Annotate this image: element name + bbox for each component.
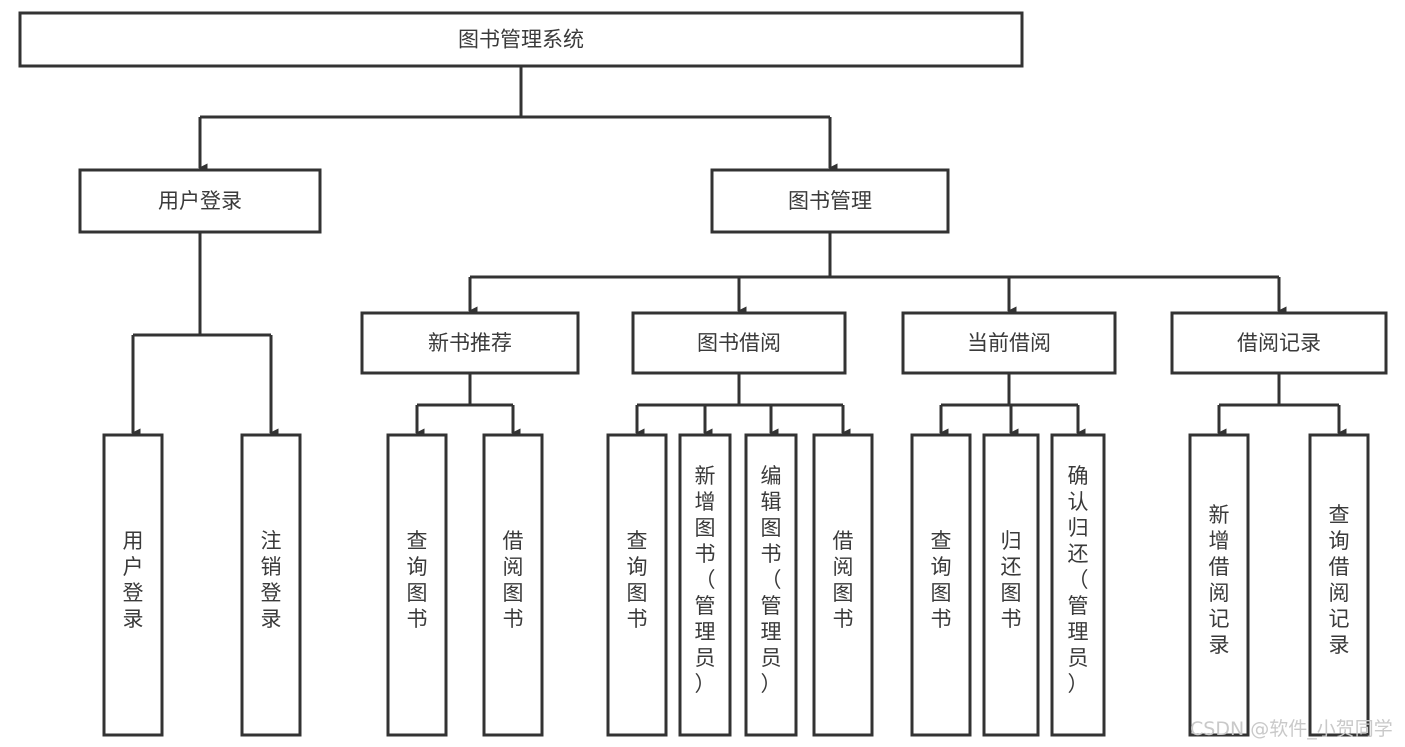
node-leaf-user-login[interactable]: 用户登录: [102, 433, 164, 737]
node-label: 确认归还（管理员）: [1068, 464, 1089, 696]
node-leaf-user-logout[interactable]: 注销登录: [240, 433, 302, 737]
node-label: 借阅图书: [833, 529, 854, 631]
node-leaf-query-book-1[interactable]: 查询图书: [386, 433, 448, 737]
node-current-borrow[interactable]: 当前借阅: [901, 311, 1117, 375]
node-leaf-add-book[interactable]: 新增图书（管理员）: [678, 433, 732, 737]
node-leaf-borrow-book-1[interactable]: 借阅图书: [482, 433, 544, 737]
node-group: 图书管理系统用户登录图书管理新书推荐图书借阅当前借阅借阅记录用户登录注销登录查询…: [18, 11, 1388, 737]
watermark-text: CSDN @软件_小贺同学: [1190, 718, 1393, 740]
node-leaf-query-book-3[interactable]: 查询图书: [910, 433, 972, 737]
node-label: 图书管理: [788, 189, 872, 213]
node-label: 用户登录: [158, 189, 242, 213]
node-leaf-query-record[interactable]: 查询借阅记录: [1308, 433, 1370, 737]
node-label: 当前借阅: [967, 331, 1051, 355]
root-node-图书管理系统[interactable]: 图书管理系统: [18, 11, 1024, 68]
node-label: 查询借阅记录: [1329, 503, 1350, 657]
node-leaf-return-book[interactable]: 归还图书: [982, 433, 1040, 737]
node-label: 查询图书: [627, 529, 648, 631]
node-label: 借阅图书: [503, 529, 524, 631]
node-leaf-add-record[interactable]: 新增借阅记录: [1188, 433, 1250, 737]
node-book-borrow[interactable]: 图书借阅: [631, 311, 847, 375]
node-label: 新书推荐: [428, 331, 512, 355]
node-label: 新增借阅记录: [1209, 503, 1230, 657]
node-book-manage[interactable]: 图书管理: [710, 168, 950, 234]
node-label: 图书借阅: [697, 331, 781, 355]
node-label: 查询图书: [407, 529, 428, 631]
node-label: 归还图书: [1001, 529, 1022, 631]
node-label: 新增图书（管理员）: [695, 464, 716, 696]
connector-lines: [131, 66, 1347, 438]
node-leaf-query-book-2[interactable]: 查询图书: [606, 433, 668, 737]
node-label: 注销登录: [261, 529, 282, 631]
node-user-login[interactable]: 用户登录: [78, 168, 322, 234]
node-label: 图书管理系统: [458, 28, 584, 52]
node-label: 编辑图书（管理员）: [761, 464, 782, 696]
node-borrow-record[interactable]: 借阅记录: [1170, 311, 1388, 375]
node-leaf-edit-book[interactable]: 编辑图书（管理员）: [744, 433, 798, 737]
node-new-book-recommend[interactable]: 新书推荐: [360, 311, 580, 375]
node-leaf-confirm-return[interactable]: 确认归还（管理员）: [1050, 433, 1106, 737]
node-label: 查询图书: [931, 529, 952, 631]
node-label: 用户登录: [123, 529, 144, 631]
node-label: 借阅记录: [1237, 331, 1321, 355]
node-leaf-borrow-book-2[interactable]: 借阅图书: [812, 433, 874, 737]
